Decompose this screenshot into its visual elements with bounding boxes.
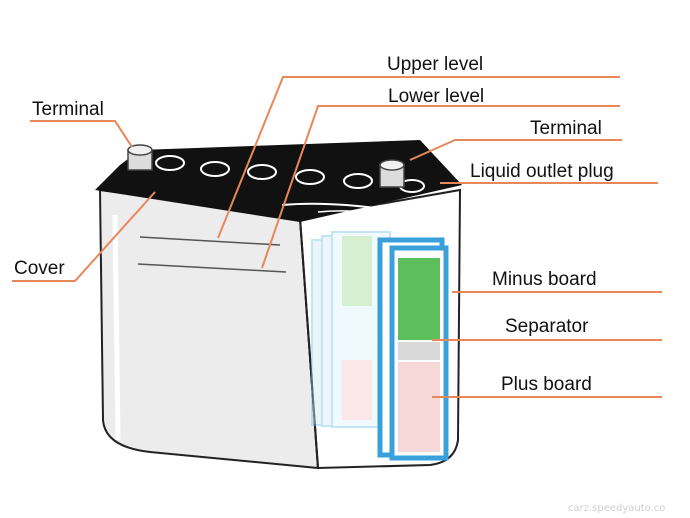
upper-level-line	[139, 236, 281, 246]
lower-level-line	[137, 263, 287, 273]
separator-area	[398, 342, 440, 360]
electrode-plate	[377, 237, 449, 461]
minus-board-area	[398, 258, 440, 340]
terminal-right-post	[379, 159, 405, 188]
label-lower-level: Lower level	[388, 86, 484, 107]
leader-lines	[12, 76, 662, 398]
plus-board-area	[398, 362, 440, 452]
label-liquid-outlet-plug: Liquid outlet plug	[470, 161, 614, 182]
label-plus-board: Plus board	[501, 374, 592, 395]
vent-caps	[155, 155, 425, 193]
battery-lid	[95, 140, 462, 222]
label-cover: Cover	[14, 258, 65, 279]
label-terminal-right: Terminal	[530, 118, 602, 139]
label-separator: Separator	[505, 316, 589, 337]
watermark: carz.speedyauto.co	[568, 503, 665, 514]
terminal-left-post	[127, 144, 153, 171]
label-upper-level: Upper level	[387, 54, 483, 75]
label-terminal-left: Terminal	[32, 99, 104, 120]
label-minus-board: Minus board	[492, 269, 597, 290]
